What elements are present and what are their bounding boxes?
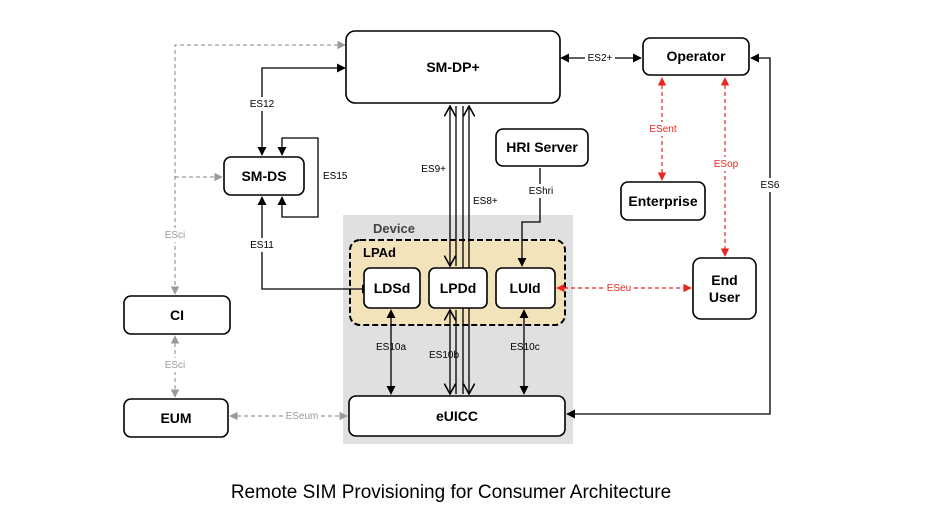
label-bg-eseum [284, 409, 320, 423]
label-es15: ES15 [323, 171, 348, 182]
link-es12 [257, 63, 346, 156]
node-ci: CI [123, 295, 231, 335]
label-bg-esci-top [162, 228, 188, 242]
node-ldsd: LDSd [363, 267, 421, 309]
node-lpdd: LPDd [428, 267, 488, 309]
node-operator: Operator [642, 37, 750, 76]
node-enterprise: Enterprise [620, 181, 706, 221]
label-es10a: ES10a [376, 342, 406, 353]
label-es10c: ES10c [510, 342, 539, 353]
node-ci-label: CI [170, 307, 184, 323]
node-sm-dp-plus: SM-DP+ [345, 30, 561, 104]
label-es9-plus: ES9+ [421, 164, 446, 175]
node-eum-label: EUM [160, 410, 191, 426]
label-esci-top: ESci [165, 230, 186, 241]
label-eseu: ESeu [607, 283, 631, 294]
label-eseum: ESeum [286, 411, 319, 422]
label-bg-eshri [526, 184, 556, 198]
node-ldsd-label: LDSd [374, 280, 411, 296]
node-hri-server-label: HRI Server [506, 139, 578, 155]
label-es11: ES11 [250, 240, 274, 251]
node-euicc-label: eUICC [436, 408, 478, 424]
node-luid-label: LUId [509, 280, 540, 296]
label-es12: ES12 [250, 99, 275, 110]
node-sm-ds: SM-DS [223, 156, 305, 196]
link-es6 [566, 53, 771, 419]
label-bg-esci-bottom [162, 358, 188, 372]
device-region-label: Device [373, 221, 415, 236]
node-operator-label: Operator [666, 48, 726, 64]
label-es6: ES6 [761, 180, 780, 191]
label-es10b: ES10b [429, 350, 459, 361]
label-bg-eseu [604, 281, 634, 295]
diagram-caption: Remote SIM Provisioning for Consumer Arc… [231, 482, 671, 503]
node-end-user: End User [692, 257, 757, 320]
node-eum: EUM [123, 398, 229, 438]
label-bg-es6 [758, 178, 782, 192]
label-esop: ESop [714, 159, 739, 170]
label-es2-plus: ES2+ [588, 53, 613, 64]
node-luid: LUId [495, 267, 556, 309]
label-esci-bottom: ESci [165, 360, 186, 371]
node-end-user-label: End User [708, 271, 741, 305]
node-sm-ds-label: SM-DS [241, 168, 286, 184]
lpad-region-label: LPAd [363, 245, 396, 260]
label-esent: ESent [649, 124, 676, 135]
link-esci-top [170, 40, 346, 295]
node-sm-dp-plus-label: SM-DP+ [426, 59, 479, 75]
node-hri-server: HRI Server [495, 128, 589, 167]
label-es8-plus: ES8+ [473, 196, 498, 207]
node-euicc: eUICC [348, 395, 566, 437]
node-enterprise-label: Enterprise [628, 193, 697, 209]
label-eshri: EShri [529, 186, 553, 197]
node-lpdd-label: LPDd [440, 280, 477, 296]
